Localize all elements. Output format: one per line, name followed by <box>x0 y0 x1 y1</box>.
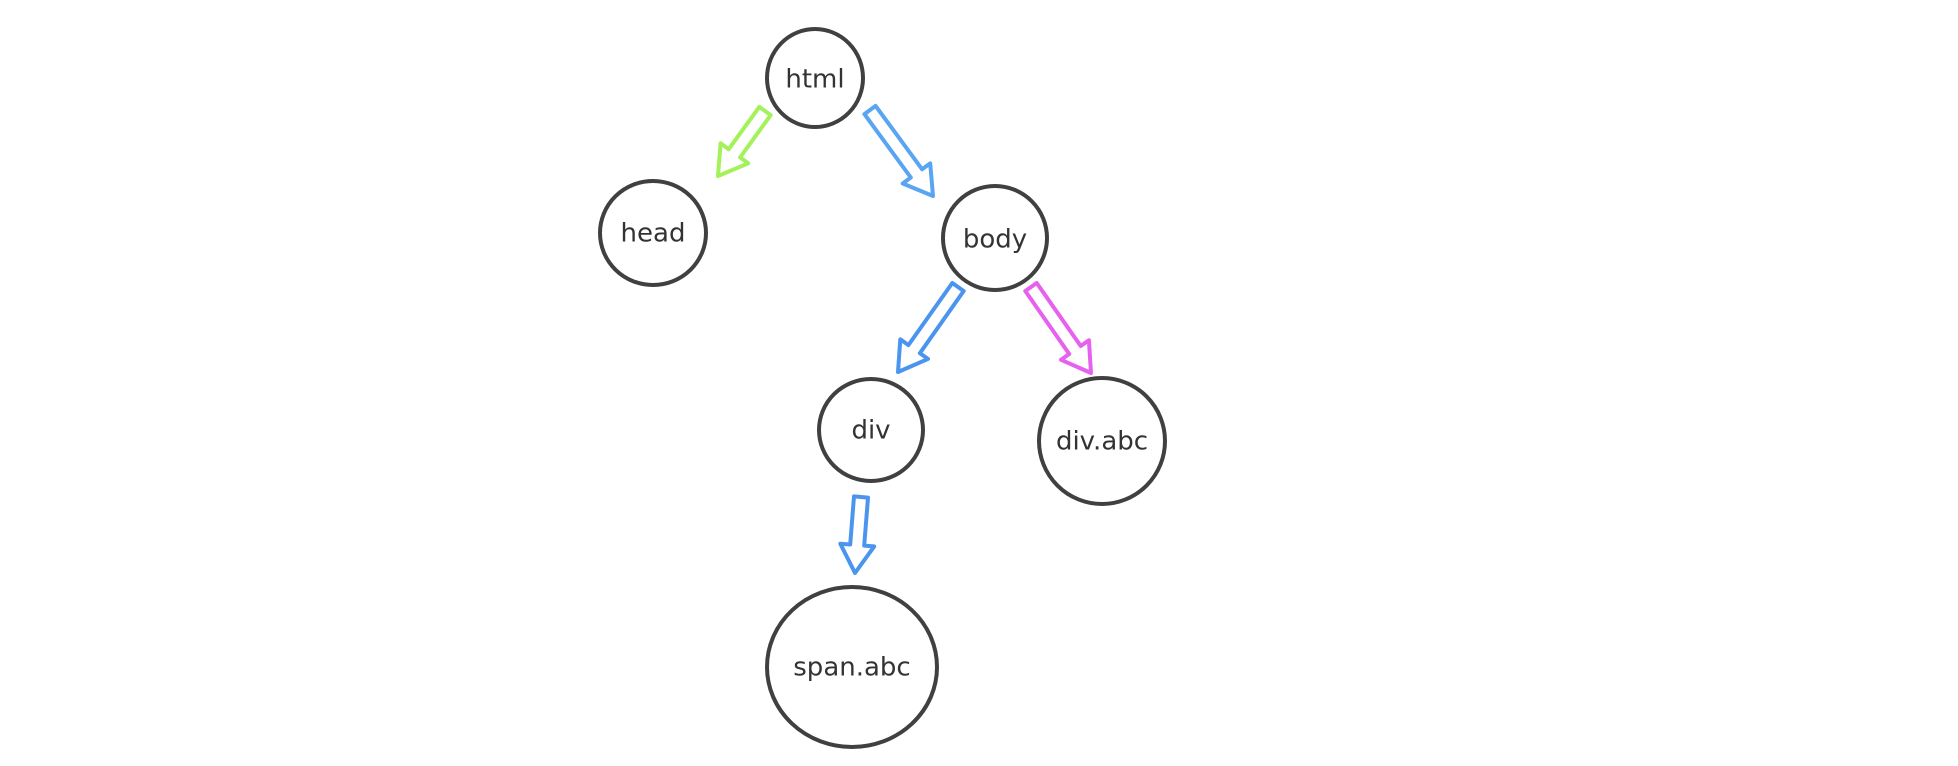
arrow-html-to-head <box>716 104 773 178</box>
node-span-abc-label: span.abc <box>793 653 910 683</box>
node-head: head <box>598 179 708 287</box>
arrow-body-to-div-abc <box>1023 281 1093 375</box>
node-html: html <box>765 27 865 129</box>
node-span-abc: span.abc <box>765 585 939 749</box>
node-div-abc: div.abc <box>1037 376 1167 506</box>
node-div: div <box>817 377 925 483</box>
arrow-html-to-body <box>862 103 935 198</box>
node-div-abc-label: div.abc <box>1056 427 1148 457</box>
arrow-body-to-div <box>896 281 966 374</box>
node-div-label: div <box>851 416 890 446</box>
node-head-label: head <box>621 219 686 249</box>
node-body-label: body <box>963 225 1027 255</box>
arrow-div-to-span-abc <box>838 494 877 575</box>
node-html-label: html <box>785 65 844 95</box>
node-body: body <box>941 184 1049 292</box>
